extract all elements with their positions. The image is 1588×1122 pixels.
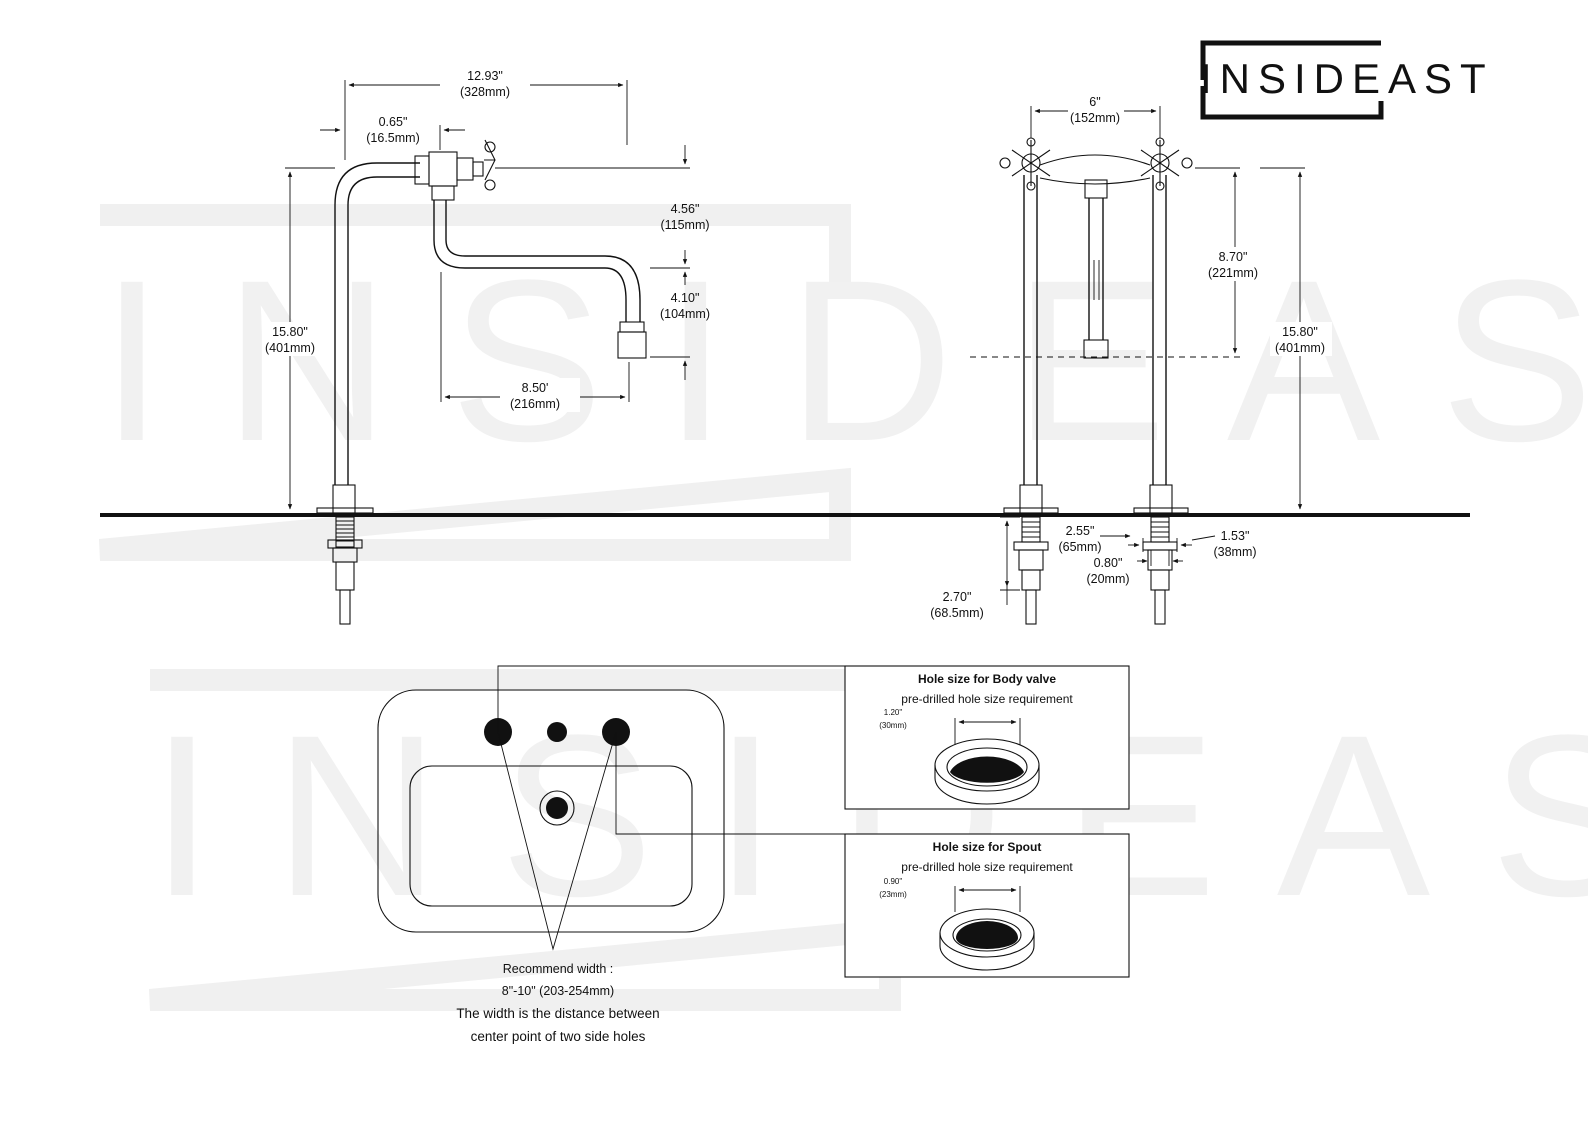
dim-offset-mm: (16.5mm) [366,131,419,145]
dim-reach-mm: (216mm) [510,397,560,411]
countertop-line [100,513,1470,517]
watermark-text-top: INSIDEAST [100,232,1588,489]
dim-below-deck-in: 2.70" [943,590,972,604]
dim-thread-mm: (20mm) [1086,572,1129,586]
side-view-faucet [316,139,647,625]
dim-flange-in: 2.55" [1066,524,1095,538]
dim-shank-mm: (38mm) [1213,545,1256,559]
body-valve-hole-box: Hole size for Body valve pre-drilled hol… [844,665,1130,810]
brand-logo: INSIDEAST [1200,40,1494,120]
dim-top-drop-mm: (115mm) [660,218,709,232]
front-view-dimensions: 6" (152mm) 8.70" (221mm) 15.80" (401mm) … [930,94,1332,620]
body-valve-title: Hole size for Body valve [918,672,1056,686]
recommend-label: Recommend width : [503,962,613,976]
spout-subtitle: pre-drilled hole size requirement [901,860,1073,874]
dim-overall-width-mm: (328mm) [460,85,510,99]
dim-spout-drop-mm: (104mm) [660,307,710,321]
dim-spread-mm: (152mm) [1070,111,1120,125]
body-valve-dia-mm: (30mm) [879,721,907,730]
spout-hole-box: Hole size for Spout pre-drilled hole siz… [844,833,1130,978]
spout-title: Hole size for Spout [933,840,1042,854]
hole-center [547,722,567,742]
dim-thread-in: 0.80" [1094,556,1123,570]
side-view-dimensions: 12.93" (328mm) 0.65" (16.5mm) 15.80" (40… [262,69,710,510]
dim-front-height-mm: (401mm) [1275,341,1325,355]
dim-front-height-in: 15.80" [1282,325,1318,339]
dim-spout-height-mm: (221mm) [1208,266,1258,280]
recommend-value: 8"-10" (203-254mm) [502,984,614,998]
dim-below-deck-mm: (68.5mm) [930,606,983,620]
dim-shank-in: 1.53" [1221,529,1250,543]
spout-dia-in: 0.90" [884,877,903,886]
logo-text: INSIDEAST [1200,55,1494,102]
dim-flange-mm: (65mm) [1058,540,1101,554]
dim-spout-height-in: 8.70" [1219,250,1248,264]
body-valve-subtitle: pre-drilled hole size requirement [901,692,1073,706]
dim-offset-in: 0.65" [379,115,408,129]
dim-spout-drop-in: 4.10" [671,291,700,305]
sink-notes: Recommend width : 8"-10" (203-254mm) The… [456,962,659,1044]
dim-side-height-mm: (401mm) [265,341,315,355]
front-view-faucet [970,137,1240,625]
dim-overall-width-in: 12.93" [467,69,503,83]
sink-top-view [377,665,845,951]
dim-spread-in: 6" [1089,95,1100,109]
watermark-top: INSIDEAST [98,204,1588,561]
spout-dia-mm: (23mm) [879,890,907,899]
dim-top-drop-in: 4.56" [671,202,700,216]
dim-reach-in: 8.50' [522,381,549,395]
width-note-line2: center point of two side holes [471,1029,646,1044]
body-valve-dia-in: 1.20" [884,708,903,717]
width-note-line1: The width is the distance between [456,1006,659,1021]
dim-side-height-in: 15.80" [272,325,308,339]
